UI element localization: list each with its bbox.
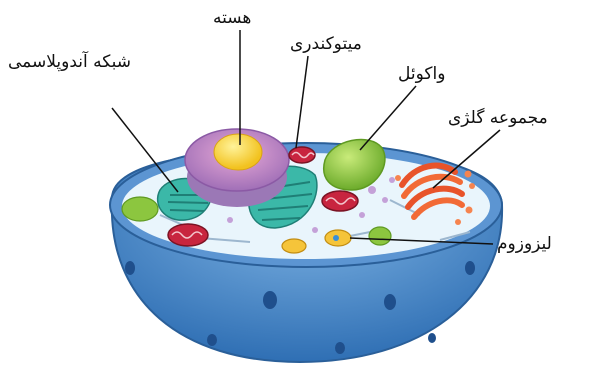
membrane-pore — [465, 261, 475, 275]
vacuole-small — [369, 227, 391, 245]
membrane-pore — [335, 342, 345, 354]
vacuole-small — [122, 197, 158, 221]
label-vacuole: واکوئل — [398, 64, 445, 84]
lysosome-small — [282, 239, 306, 253]
membrane-pore — [207, 334, 217, 346]
label-endoplasmic-reticulum: شبکه آندوپلاسمی — [8, 52, 131, 72]
mitochondrion — [322, 191, 358, 211]
label-mitochondria: میتوکندری — [290, 34, 362, 54]
membrane-pore — [125, 261, 135, 275]
membrane-pore — [263, 291, 277, 309]
mitochondrion — [168, 224, 208, 246]
nucleus — [185, 129, 289, 207]
label-golgi: مجموعه گلژی — [448, 108, 548, 128]
lysosome — [325, 230, 351, 246]
label-lysosome: لیزوزوم — [497, 234, 552, 254]
membrane-pore — [428, 333, 436, 343]
mitochondrion — [289, 147, 315, 163]
nucleolus — [214, 134, 262, 170]
membrane-pore — [384, 294, 396, 310]
label-nucleus: هسته — [213, 8, 251, 28]
